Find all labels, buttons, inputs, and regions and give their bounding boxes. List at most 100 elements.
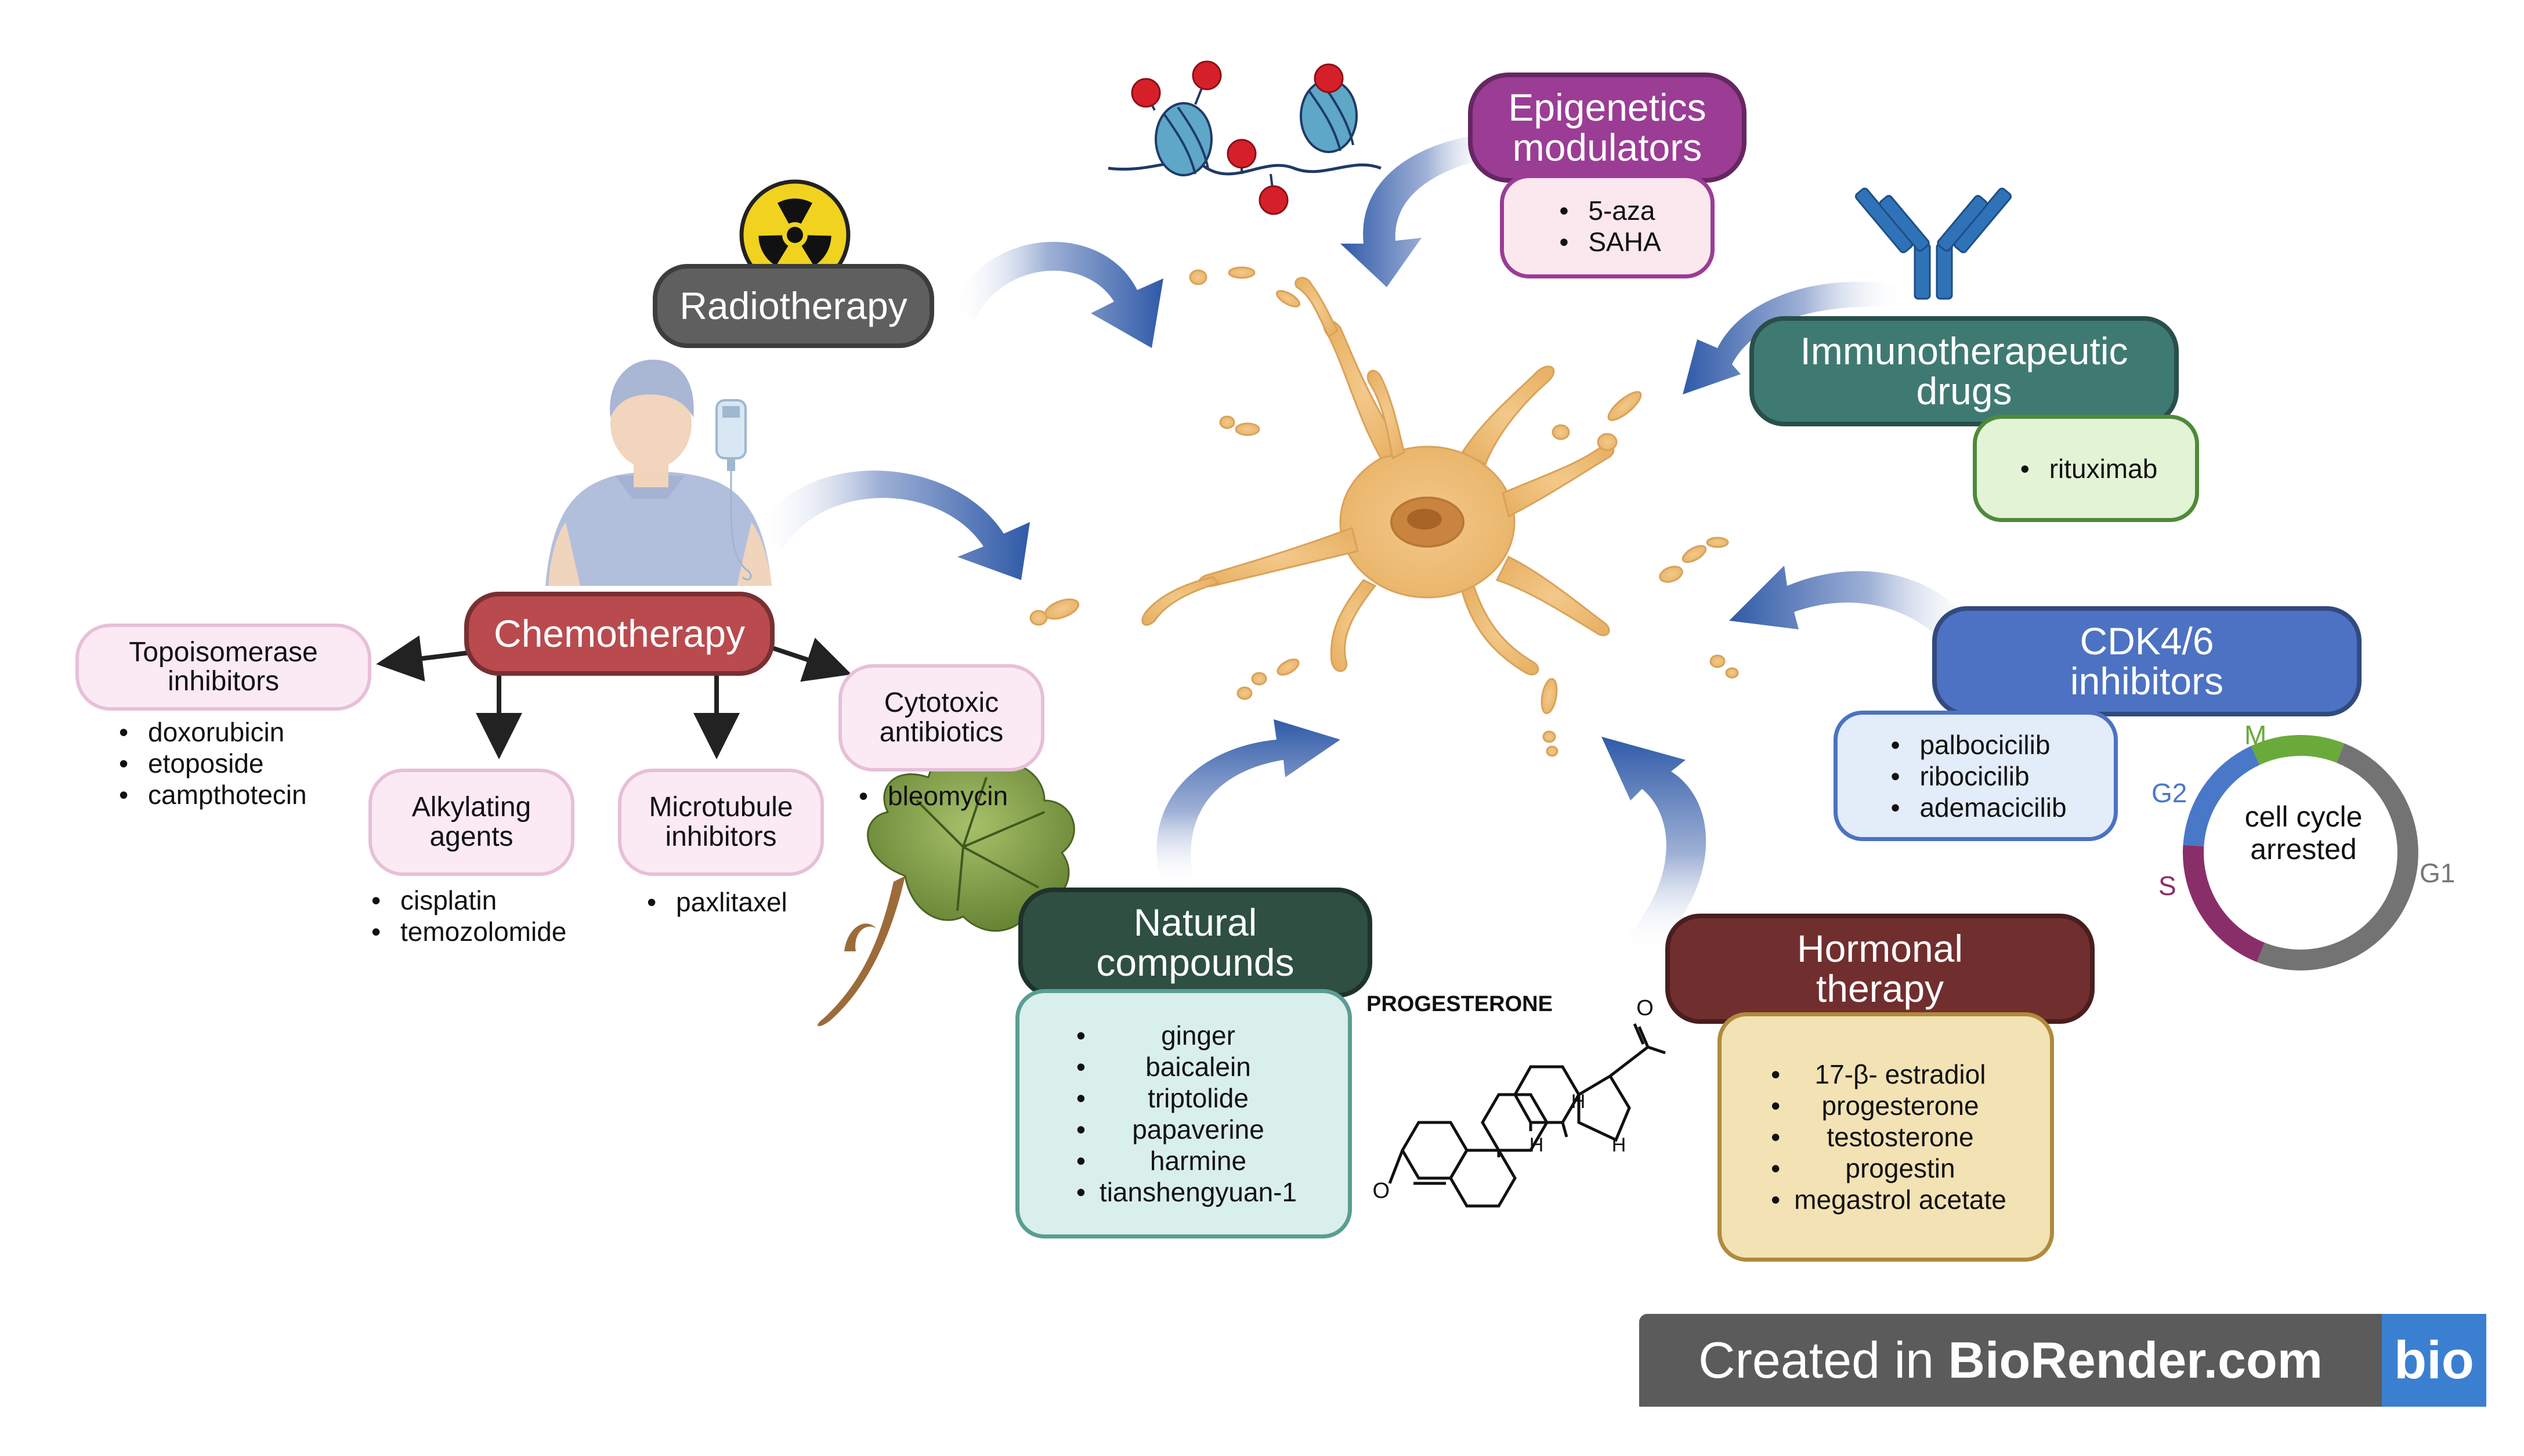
list-item: ginger: [1071, 1020, 1297, 1051]
chemo-arrows: [376, 635, 852, 759]
radiotherapy-node: Radiotherapy: [653, 264, 934, 348]
phase-arc-m: [2251, 735, 2345, 765]
biorender-logo: bio: [2382, 1314, 2486, 1407]
cdk-items: palbocicilibribocicilibademacicilib: [1885, 729, 2066, 823]
cytotoxic-drugs: bleomycin: [853, 780, 1008, 812]
topoisomerase-box: Topoisomerase inhibitors: [75, 624, 371, 711]
hormonal-therapy-title: Hormonal therapy: [1796, 926, 1963, 1010]
microtubule-title: Microtubule inhibitors: [649, 792, 793, 852]
alkylating-items: cisplatintemozolomide: [366, 885, 566, 947]
biorender-watermark: Created in BioRender.com bio: [1639, 1314, 2486, 1407]
chemotherapy-title: Chemotherapy: [494, 611, 745, 655]
neuron-cell-icon: [1029, 266, 1739, 757]
immunotherapeutic-items: rituximab: [2015, 453, 2158, 484]
phase-label-s: S: [2158, 871, 2176, 901]
microtubule-items: paxlitaxel: [641, 886, 787, 918]
natural-compounds-node: Natural compounds: [1018, 888, 1372, 998]
nucleosome-icon: [1108, 60, 1382, 215]
epigenetics-title: Epigenetics modulators: [1508, 85, 1706, 169]
list-item: campthotecin: [113, 779, 307, 810]
list-item: megastrol acetate: [1765, 1184, 2006, 1215]
phase-arc-g1: [2257, 743, 2418, 970]
radiotherapy-arrow: [952, 241, 1163, 348]
cdk-arrow: [1729, 566, 1984, 655]
alkylating-box: Alkylating agents: [368, 769, 574, 876]
epigenetics-arrow: [1340, 133, 1497, 287]
list-item: baicalein: [1071, 1051, 1297, 1082]
molecule-oxygen-2: O: [1636, 996, 1654, 1020]
molecule-hydrogen-1: H: [1529, 1134, 1544, 1156]
list-item: palbocicilib: [1885, 729, 2066, 760]
patient-icon: [545, 360, 772, 586]
list-item: 5-aza: [1553, 195, 1661, 226]
list-item: testosterone: [1765, 1121, 2006, 1153]
list-item: doxorubicin: [113, 716, 307, 748]
cytotoxic-box: Cytotoxic antibiotics: [838, 664, 1044, 772]
list-item: bleomycin: [853, 780, 1008, 812]
list-item: ribocicilib: [1885, 760, 2066, 792]
chemotherapy-node: Chemotherapy: [464, 592, 775, 676]
cell-cycle-ring: [2183, 735, 2418, 970]
progesterone-label: PROGESTERONE: [1366, 992, 1553, 1016]
list-item: rituximab: [2015, 453, 2158, 484]
watermark-brand: BioRender.com: [1948, 1331, 2323, 1389]
list-item: cisplatin: [366, 885, 566, 916]
list-item: temozolomide: [366, 916, 566, 947]
antibody-icon: [1854, 187, 2012, 300]
natural-compounds-list: gingerbaicaleintriptolidepapaverineharmi…: [1015, 989, 1352, 1238]
list-item: harmine: [1071, 1145, 1297, 1176]
list-item: ademacicilib: [1885, 792, 2066, 823]
hormonal-therapy-list: 17-β- estradiolprogesteronetestosteronep…: [1717, 1012, 2054, 1262]
cdk-node: CDK4/6 inhibitors: [1932, 606, 2362, 716]
list-item: triptolide: [1071, 1082, 1297, 1114]
list-item: etoposide: [113, 748, 307, 779]
hormonal-arrow: [1601, 737, 1706, 951]
epigenetics-items: 5-azaSAHA: [1553, 195, 1661, 258]
cell-cycle-center-label: cell cycle arrested: [2244, 801, 2363, 865]
cytotoxic-title: Cytotoxic antibiotics: [879, 687, 1004, 748]
list-item: tianshengyuan-1: [1071, 1176, 1297, 1208]
natural-compounds-items: gingerbaicaleintriptolidepapaverineharmi…: [1071, 1020, 1297, 1208]
microtubule-box: Microtubule inhibitors: [618, 769, 824, 876]
alkylating-title: Alkylating agents: [411, 792, 531, 852]
list-item: SAHA: [1553, 226, 1661, 258]
radiation-icon: [739, 179, 851, 291]
molecule-hydrogen-2: H: [1571, 1091, 1586, 1113]
topoisomerase-title: Topoisomerase inhibitors: [129, 636, 318, 697]
molecule-hydrogen-3: H: [1612, 1134, 1626, 1156]
microtubule-drugs: paxlitaxel: [641, 886, 787, 918]
biorender-logo-text: bio: [2394, 1330, 2474, 1390]
phase-arc-g2: [2183, 746, 2260, 847]
immunotherapeutic-node: Immunotherapeutic drugs: [1749, 316, 2179, 426]
phase-label-m: M: [2244, 720, 2267, 750]
natural-compounds-arrow: [1156, 719, 1340, 888]
list-item: progestin: [1765, 1153, 2006, 1184]
phase-label-g2: G2: [2151, 778, 2187, 808]
topoisomerase-drugs: doxorubicinetoposidecampthotecin: [113, 716, 307, 810]
immunotherapeutic-list: rituximab: [1973, 415, 2199, 522]
molecule-icon: [1388, 1023, 1666, 1208]
epigenetics-node: Epigenetics modulators: [1468, 73, 1746, 183]
molecule-oxygen-1: O: [1372, 1179, 1390, 1203]
iv-bag-icon: [715, 399, 752, 581]
phase-arc-s: [2183, 845, 2265, 962]
cytotoxic-items: bleomycin: [853, 780, 1008, 812]
topoisomerase-items: doxorubicinetoposidecampthotecin: [113, 716, 307, 810]
list-item: 17-β- estradiol: [1765, 1059, 2006, 1090]
natural-compounds-title: Natural compounds: [1096, 900, 1294, 984]
hormonal-therapy-node: Hormonal therapy: [1665, 914, 2095, 1024]
immunotherapy-arrow: [1683, 281, 1903, 394]
cdk-title: CDK4/6 inhibitors: [2070, 619, 2224, 702]
radiotherapy-title: Radiotherapy: [679, 284, 907, 327]
watermark-prefix: Created in: [1698, 1331, 1948, 1389]
phase-label-g1: G1: [2420, 858, 2456, 888]
list-item: papaverine: [1071, 1114, 1297, 1145]
alkylating-drugs: cisplatintemozolomide: [366, 885, 566, 947]
hormonal-therapy-items: 17-β- estradiolprogesteronetestosteronep…: [1765, 1059, 2006, 1215]
watermark-text: Created in BioRender.com: [1639, 1314, 2382, 1407]
cdk-list: palbocicilibribocicilibademacicilib: [1834, 711, 2118, 841]
chemotherapy-arrow: [754, 470, 1030, 580]
immunotherapeutic-title: Immunotherapeutic drugs: [1800, 329, 2128, 412]
